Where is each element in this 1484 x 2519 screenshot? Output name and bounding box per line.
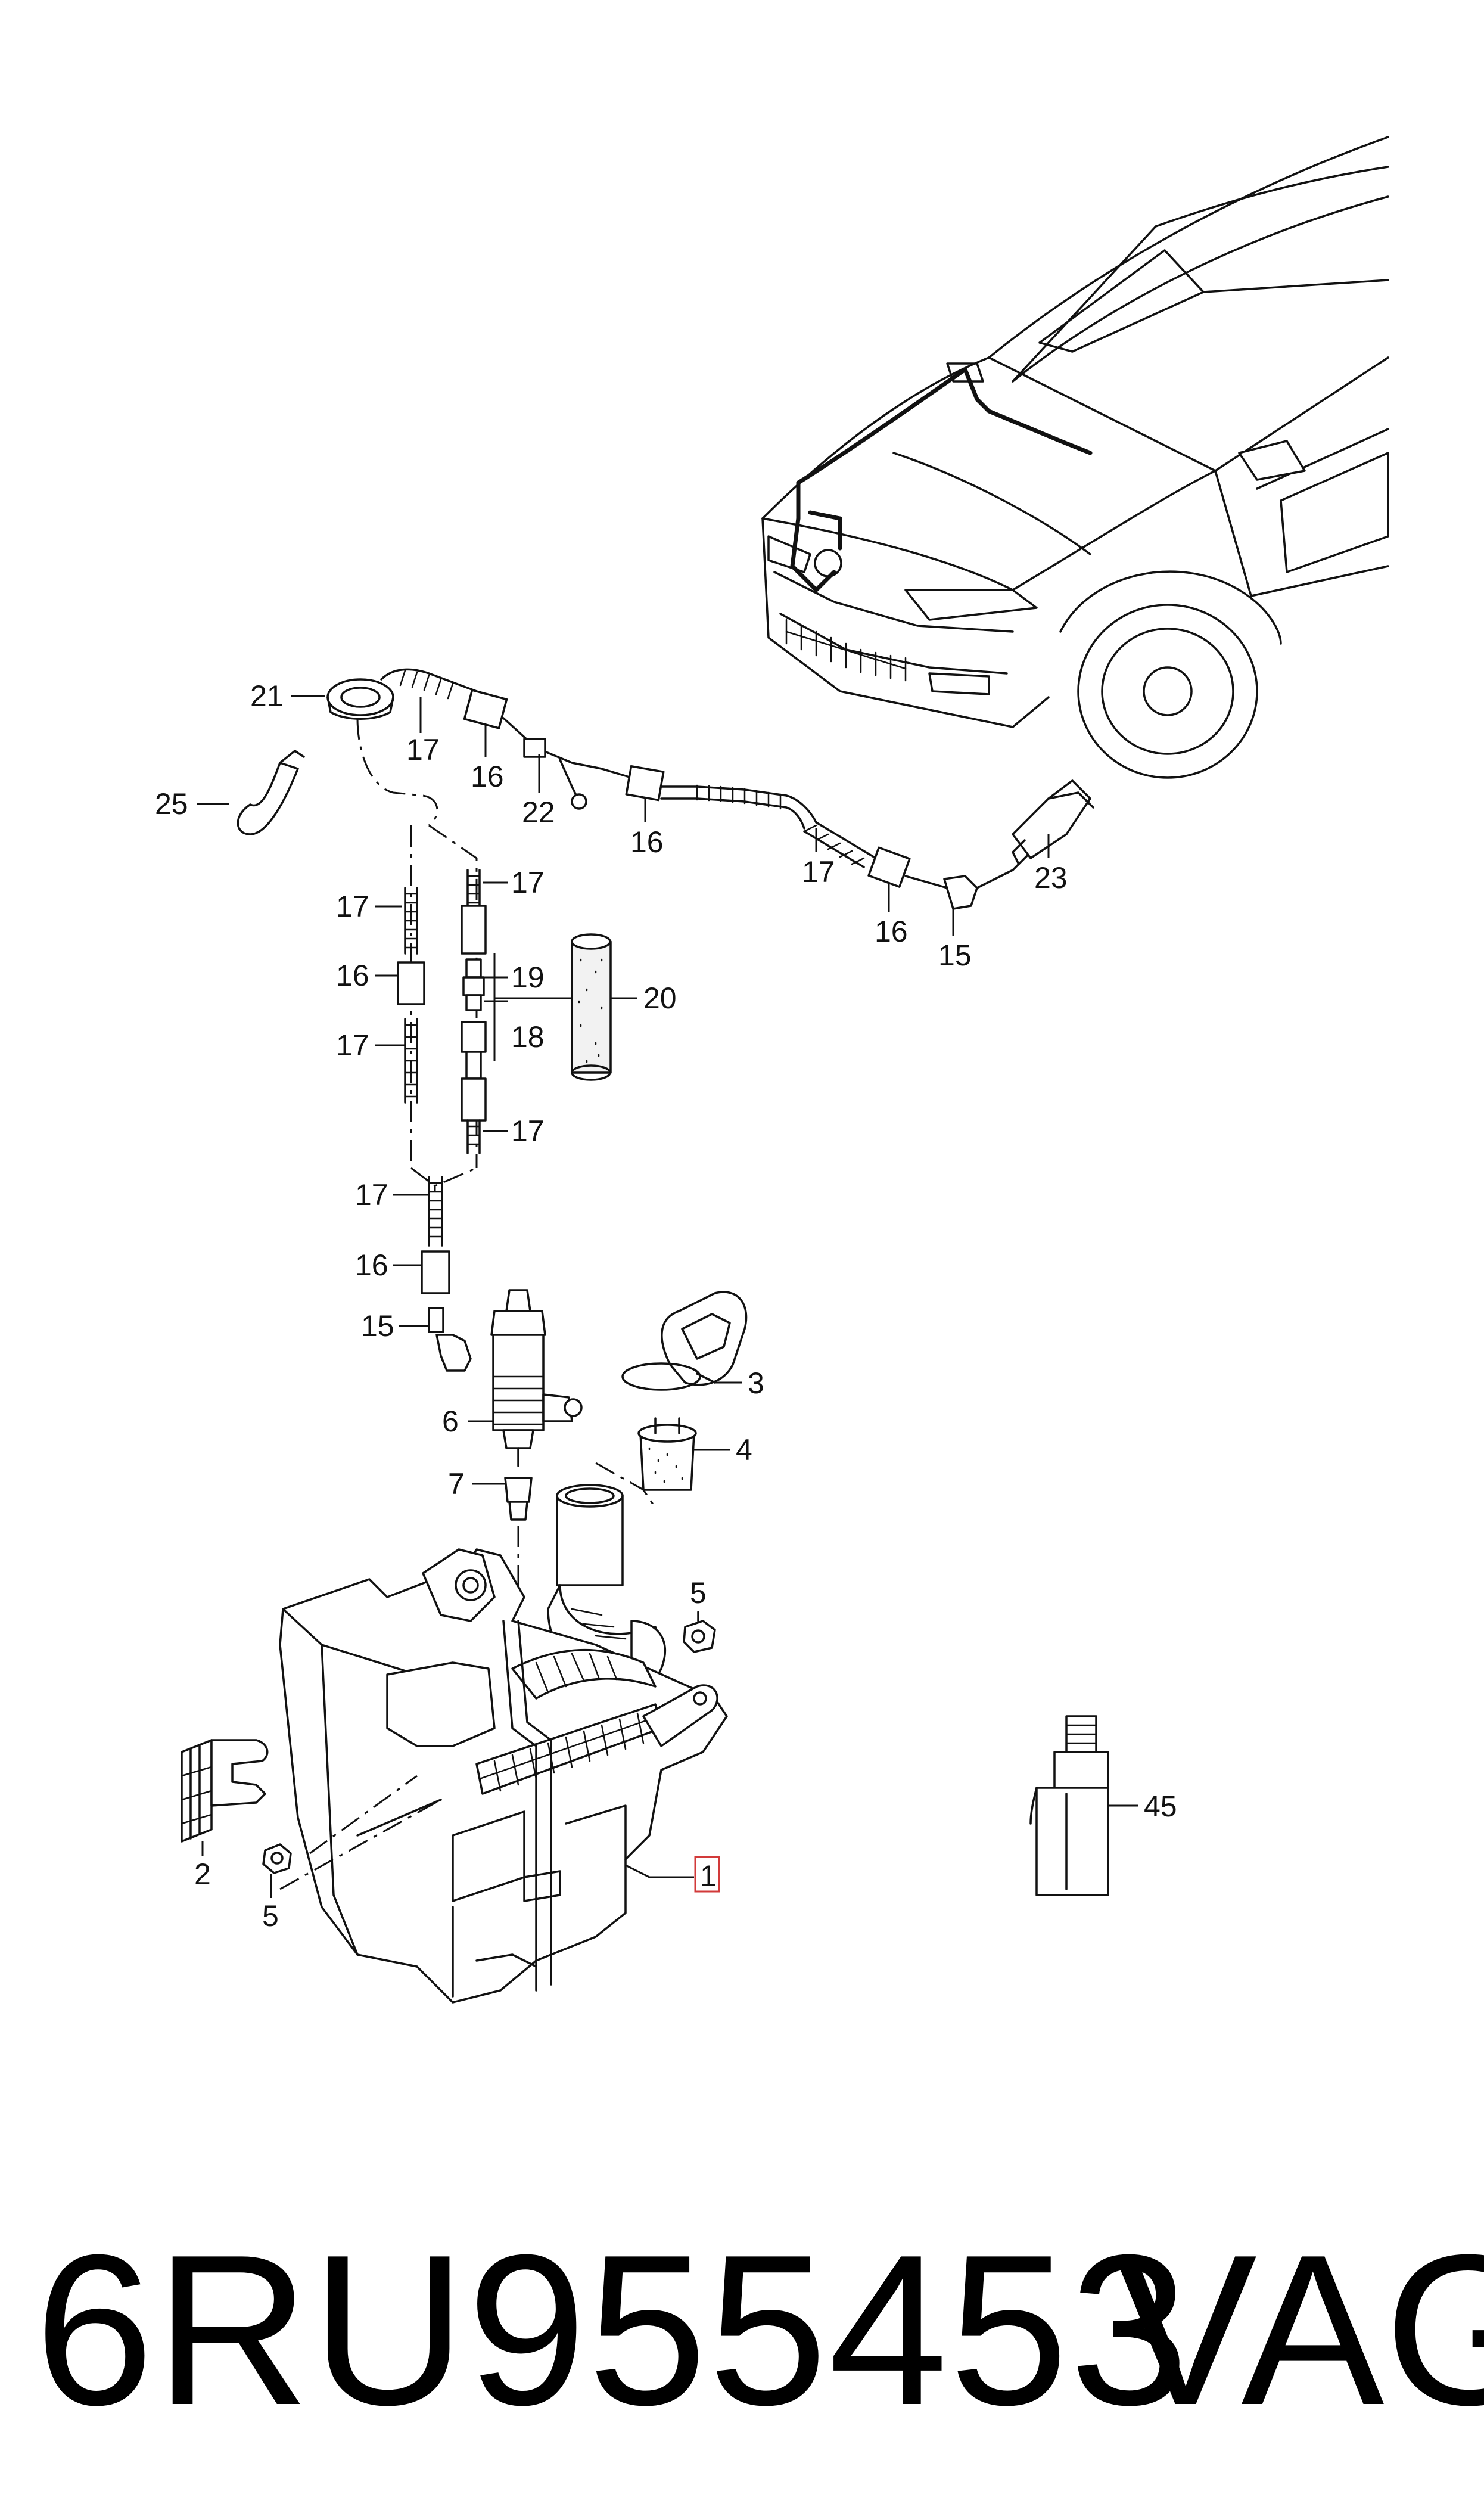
ribbed-hose-left-top bbox=[404, 887, 418, 955]
filler-strainer bbox=[637, 1417, 697, 1491]
exploded-parts-diagram: 21 17 16 22 16 17 16 15 23 25 17 17 16 1… bbox=[155, 136, 1389, 2004]
callout-7: 7 bbox=[448, 1467, 465, 1501]
ribbed-hose-right-top bbox=[466, 869, 481, 907]
pump-feed-hose bbox=[421, 1176, 472, 1372]
ribbed-hose-mid bbox=[696, 784, 782, 810]
callout-17: 17 bbox=[406, 733, 440, 766]
callout-3: 3 bbox=[748, 1366, 764, 1400]
part-number-text: 6RU955453 bbox=[35, 2210, 1190, 2450]
hose-set-right bbox=[461, 869, 487, 1154]
callout-2: 2 bbox=[194, 1858, 211, 1891]
ribbed-hose-left-bottom bbox=[404, 1018, 418, 1104]
callout-5: 5 bbox=[262, 1899, 279, 1933]
callout-17: 17 bbox=[336, 890, 369, 923]
ribbed-hose-top bbox=[399, 669, 454, 700]
ribbed-hose-lower bbox=[428, 1176, 443, 1247]
callout-19: 19 bbox=[511, 961, 545, 994]
callout-16: 16 bbox=[336, 959, 369, 992]
hose-assembly bbox=[237, 668, 1094, 1192]
filler-cap bbox=[621, 1291, 748, 1391]
ribbed-hose-right bbox=[803, 824, 865, 865]
callout-17: 17 bbox=[802, 855, 835, 889]
reservoir-ribs bbox=[478, 1712, 659, 1792]
callout-6: 6 bbox=[442, 1405, 459, 1438]
callout-1-highlight bbox=[694, 1856, 720, 1893]
fluid-bottle bbox=[1029, 1715, 1109, 1896]
callout-16: 16 bbox=[471, 760, 504, 793]
callout-25: 25 bbox=[155, 787, 188, 821]
washer-reservoir bbox=[279, 1548, 728, 2004]
callout-20: 20 bbox=[643, 981, 677, 1015]
callout-18: 18 bbox=[511, 1020, 545, 1054]
callout-5: 5 bbox=[690, 1576, 707, 1610]
callout-labels: 21 17 16 22 16 17 16 15 23 25 17 17 16 1… bbox=[155, 679, 1177, 1933]
ribbed-hose-right-bottom bbox=[466, 1119, 481, 1154]
callout-15: 15 bbox=[938, 939, 972, 972]
callout-1: 1 bbox=[700, 1859, 717, 1893]
callout-16: 16 bbox=[355, 1248, 388, 1282]
callout-17: 17 bbox=[355, 1178, 388, 1212]
callout-16: 16 bbox=[630, 825, 664, 859]
car-illustration bbox=[761, 136, 1389, 779]
callout-17: 17 bbox=[511, 866, 545, 899]
leader-lines bbox=[197, 695, 1138, 1898]
reservoir-bracket bbox=[181, 1739, 269, 1843]
lower-grille bbox=[785, 619, 907, 682]
callout-22: 22 bbox=[522, 796, 555, 829]
callout-17: 17 bbox=[336, 1029, 369, 1062]
hose-set-left bbox=[397, 887, 425, 1104]
callout-17: 17 bbox=[511, 1114, 545, 1148]
nut-right bbox=[683, 1611, 716, 1653]
foam-sleeve bbox=[571, 933, 612, 1081]
callout-4: 4 bbox=[736, 1433, 752, 1467]
callout-21: 21 bbox=[250, 679, 284, 713]
diagram-canvas: 21 17 16 22 16 17 16 15 23 25 17 17 16 1… bbox=[155, 136, 1389, 2004]
nut-left bbox=[262, 1843, 292, 1874]
pump-grommet bbox=[504, 1477, 533, 1521]
brand-text: VAG bbox=[1114, 2210, 1484, 2450]
callout-15: 15 bbox=[361, 1309, 394, 1343]
callout-45: 45 bbox=[1144, 1790, 1177, 1823]
callout-16: 16 bbox=[875, 915, 908, 948]
callout-23: 23 bbox=[1034, 861, 1068, 894]
washer-pump bbox=[490, 1289, 583, 1467]
